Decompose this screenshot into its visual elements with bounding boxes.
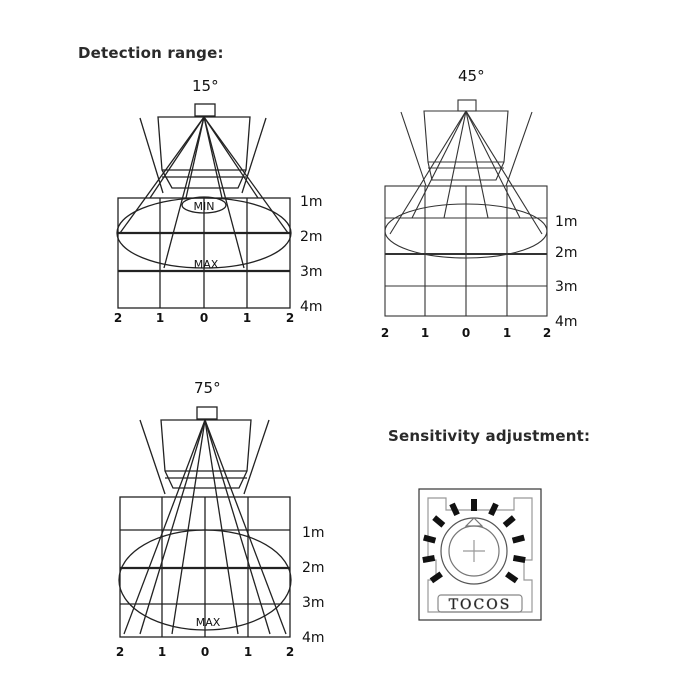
width-label: 0 [201, 645, 209, 659]
sensor-head [194, 103, 216, 117]
width-label: 2 [286, 645, 294, 659]
distance-label-1m: 1m [555, 214, 578, 230]
distance-label-4m: 4m [555, 314, 578, 330]
width-label: 1 [243, 311, 251, 325]
distance-label-4m: 4m [300, 299, 323, 315]
distance-label-1m: 1m [302, 525, 325, 541]
distance-label-1m: 1m [300, 194, 323, 210]
width-label: 2 [114, 311, 122, 325]
distance-label-4m: 4m [302, 630, 325, 646]
width-label: 0 [462, 326, 470, 340]
angle-label-45: 45° [458, 67, 485, 85]
distance-label-2m: 2m [300, 229, 323, 245]
max-range-ellipse [118, 529, 292, 631]
knob-frame [418, 488, 542, 621]
angle-label-15: 15° [192, 77, 219, 95]
min-label: MIN [194, 200, 215, 213]
width-label: 0 [200, 311, 208, 325]
detection-beams [119, 116, 289, 269]
diagram-45-degree: 45° 1m 2m 3m 4m 2 1 0 [381, 67, 578, 340]
min-range-ellipse [181, 196, 227, 214]
width-label: 1 [421, 326, 429, 340]
detection-beams [389, 110, 543, 235]
distance-label-3m: 3m [555, 279, 578, 295]
max-label: MAX [194, 258, 219, 271]
width-label: 1 [503, 326, 511, 340]
width-label: 2 [543, 326, 551, 340]
sensitivity-adjustment-title: Sensitivity adjustment: [388, 427, 591, 445]
width-label: 1 [158, 645, 166, 659]
angle-label-75: 75° [194, 379, 221, 397]
range-ellipse [384, 203, 548, 259]
width-label: 2 [286, 311, 294, 325]
brand-label: TOCOS [449, 597, 512, 613]
width-label: 1 [244, 645, 252, 659]
width-label: 2 [381, 326, 389, 340]
distance-label-3m: 3m [302, 595, 325, 611]
diagram-15-degree: 15° MIN MAX [114, 77, 323, 325]
max-range-ellipse [116, 197, 292, 269]
detection-beams [123, 419, 287, 635]
distance-label-3m: 3m [300, 264, 323, 280]
detection-range-title: Detection range: [78, 44, 224, 62]
distance-label-2m: 2m [555, 245, 578, 261]
distance-label-2m: 2m [302, 560, 325, 576]
range-grid [384, 185, 548, 317]
max-label: MAX [196, 616, 221, 629]
range-grid [119, 496, 291, 638]
width-label: 1 [156, 311, 164, 325]
sensor-head [457, 99, 477, 112]
width-label: 2 [116, 645, 124, 659]
brand-plate [437, 594, 523, 613]
diagram-75-degree: 75° MAX 1m 2m 3m 4m 2 1 [116, 379, 325, 659]
sensitivity-knob: TOCOS [418, 488, 542, 621]
range-grid [117, 197, 291, 309]
dial-scale-marks [422, 499, 526, 584]
dial-pointer-icon [464, 517, 484, 527]
sensor-head [196, 406, 218, 420]
